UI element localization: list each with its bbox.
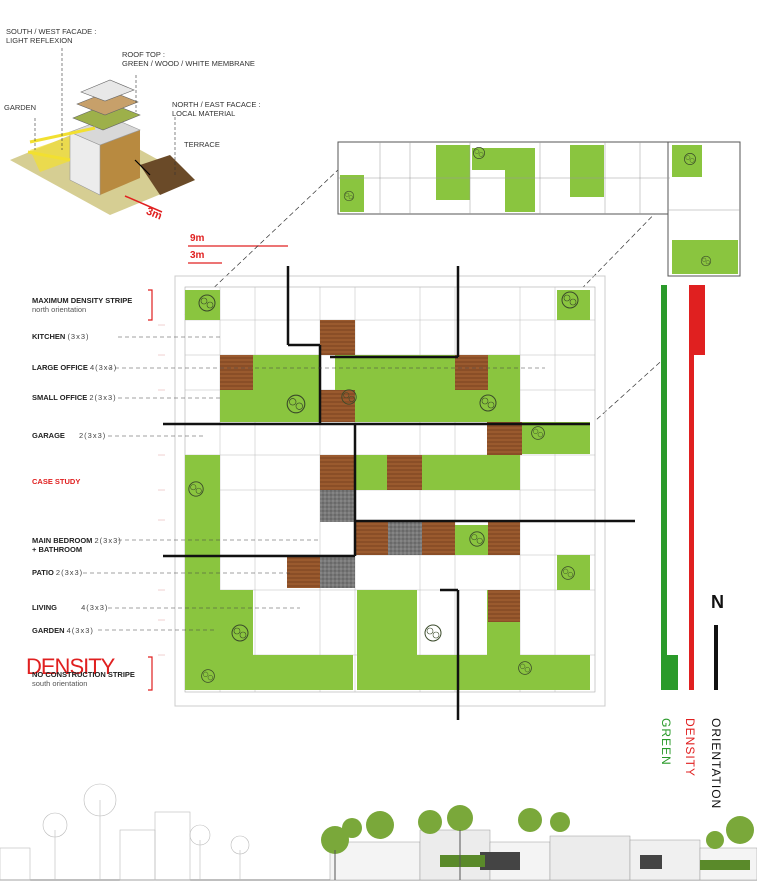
axo-label-north-east: NORTH / EAST FACACE : LOCAL MATERIAL — [172, 100, 261, 118]
axo-south-west-line1: SOUTH / WEST FACADE : — [6, 27, 97, 36]
bar-label-orientation: ORIENTATION — [709, 718, 723, 810]
legend-small-office-title: SMALL OFFICE — [32, 393, 88, 402]
axo-roof-line1: ROOF TOP : — [122, 50, 165, 59]
north-arrow-label: N — [711, 592, 724, 612]
legend-max-density-sub: north orientation — [32, 305, 87, 314]
legend-main-bedroom-title: MAIN BEDROOM — [32, 536, 93, 545]
legend-kitchen-sub: (3x3) — [67, 332, 90, 341]
legend-max-density: MAXIMUM DENSITY STRIPE north orientation — [32, 296, 132, 314]
legend-small-office: SMALL OFFICE 2(3x3) — [32, 393, 117, 402]
bar-label-density: DENSITY — [683, 718, 697, 778]
legend-case-study: CASE STUDY — [32, 477, 80, 486]
legend-no-construction: NO CONSTRUCTION STRIPE south orientation — [32, 670, 135, 688]
legend-garage-sub: 2(3x3) — [79, 431, 107, 440]
street-section — [0, 783, 757, 881]
legend-garden-sub: 4(3x3) — [66, 626, 94, 635]
legend-garage-title: GARAGE — [32, 431, 65, 440]
main-site-plan — [83, 266, 635, 720]
legend-kitchen-title: KITCHEN — [32, 332, 66, 341]
legend-garden: GARDEN 4(3x3) — [32, 626, 94, 635]
axo-label-garden: GARDEN — [4, 103, 37, 112]
legend-living: LIVING 4(3x3) — [32, 603, 108, 612]
enlarged-plan-strip — [337, 141, 741, 277]
scale-label-3m: 3m — [190, 250, 205, 261]
legend-patio: PATIO 2(3x3) — [32, 568, 83, 577]
density-big-title: DENSITY — [26, 654, 115, 679]
legend-patio-title: PATIO — [32, 568, 54, 577]
legend-main-bedroom: MAIN BEDROOM 2(3x3) + BATHROOM — [32, 536, 122, 554]
scale-bars — [188, 245, 288, 264]
bar-label-green: GREEN — [659, 718, 673, 766]
axo-north-east-line1: NORTH / EAST FACACE : — [172, 100, 261, 109]
axo-label-terrace: TERRACE — [184, 140, 220, 149]
indicator-bars — [661, 285, 718, 690]
legend-case-study-title: CASE STUDY — [32, 477, 81, 486]
legend-max-density-title: MAXIMUM DENSITY STRIPE — [32, 296, 133, 305]
legend-garage: GARAGE 2(3x3) — [32, 431, 106, 440]
axo-north-east-line2: LOCAL MATERIAL — [172, 109, 236, 118]
legend-no-construction-sub: south orientation — [32, 679, 88, 688]
legend-garden-title: GARDEN — [32, 626, 65, 635]
axonometric-module — [10, 48, 195, 215]
legend-large-office-sub: 4(3x3) — [89, 363, 118, 372]
legend-small-office-sub: 2(3x3) — [89, 393, 117, 402]
legend-main-bedroom-sub: 2(3x3) — [94, 536, 122, 545]
legend-no-construction-title: NO CONSTRUCTION STRIPE — [32, 670, 135, 679]
legend-living-sub: 4(3x3) — [81, 603, 109, 612]
legend-large-office: LARGE OFFICE 4(3x3) — [32, 363, 117, 372]
axo-south-west-line2: LIGHT REFLEXION — [6, 36, 73, 45]
axo-roof-line2: GREEN / WOOD / WHITE MEMBRANE — [122, 59, 255, 68]
scale-label-9m: 9m — [190, 233, 205, 244]
legend-living-title: LIVING — [32, 603, 58, 612]
legend-large-office-title: LARGE OFFICE — [32, 363, 88, 372]
legend-main-bedroom-title2: + BATHROOM — [32, 545, 83, 554]
axo-label-south-west: SOUTH / WEST FACADE : LIGHT REFLEXION — [6, 27, 96, 45]
axo-label-roof: ROOF TOP : GREEN / WOOD / WHITE MEMBRANE — [122, 50, 255, 68]
legend-patio-sub: 2(3x3) — [55, 568, 84, 577]
legend-kitchen: KITCHEN (3x3) — [32, 332, 90, 341]
